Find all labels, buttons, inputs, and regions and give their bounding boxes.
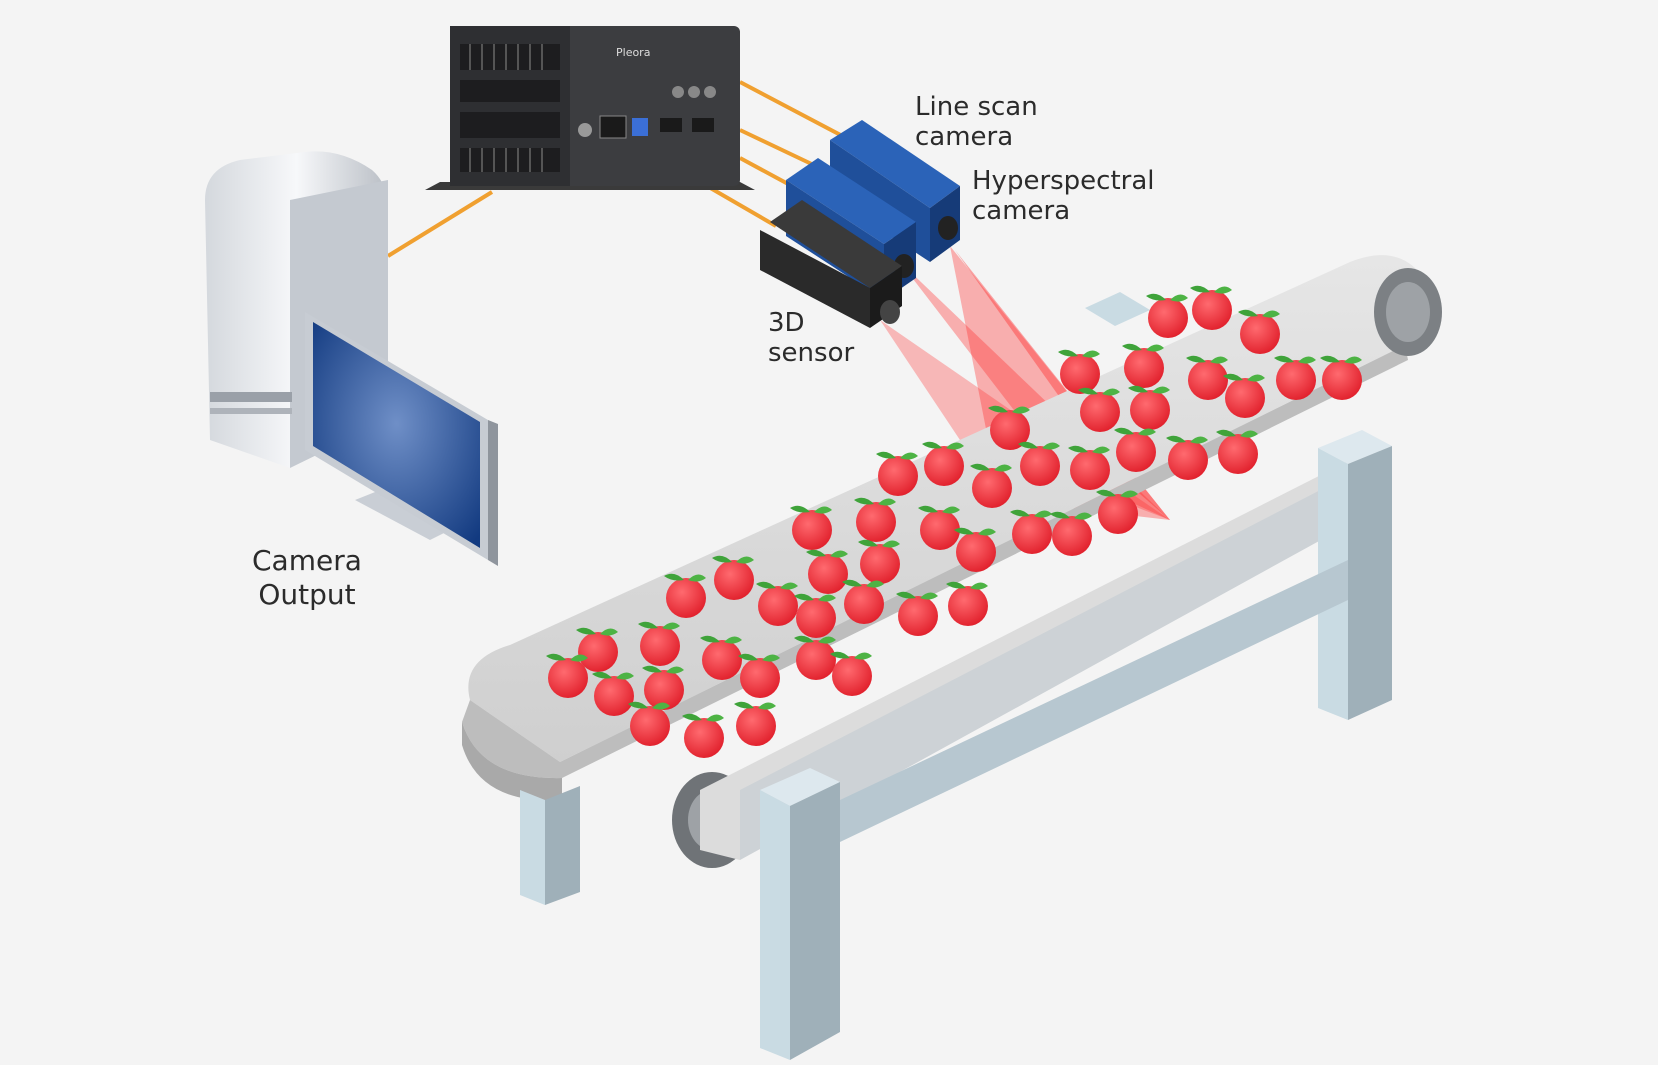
hyperspectral-camera-label: Hyperspectral camera <box>972 166 1155 226</box>
brand-logo: Pleora <box>616 46 650 59</box>
line-scan-camera-label: Line scan camera <box>915 92 1038 152</box>
monitor-icon <box>305 312 498 566</box>
3d-sensor-label: 3D sensor <box>768 308 855 368</box>
embedded-processing-box-icon: Pleora <box>425 26 755 190</box>
3d-sensor-icon <box>760 200 902 328</box>
camera-output-label: Camera Output <box>252 544 362 611</box>
